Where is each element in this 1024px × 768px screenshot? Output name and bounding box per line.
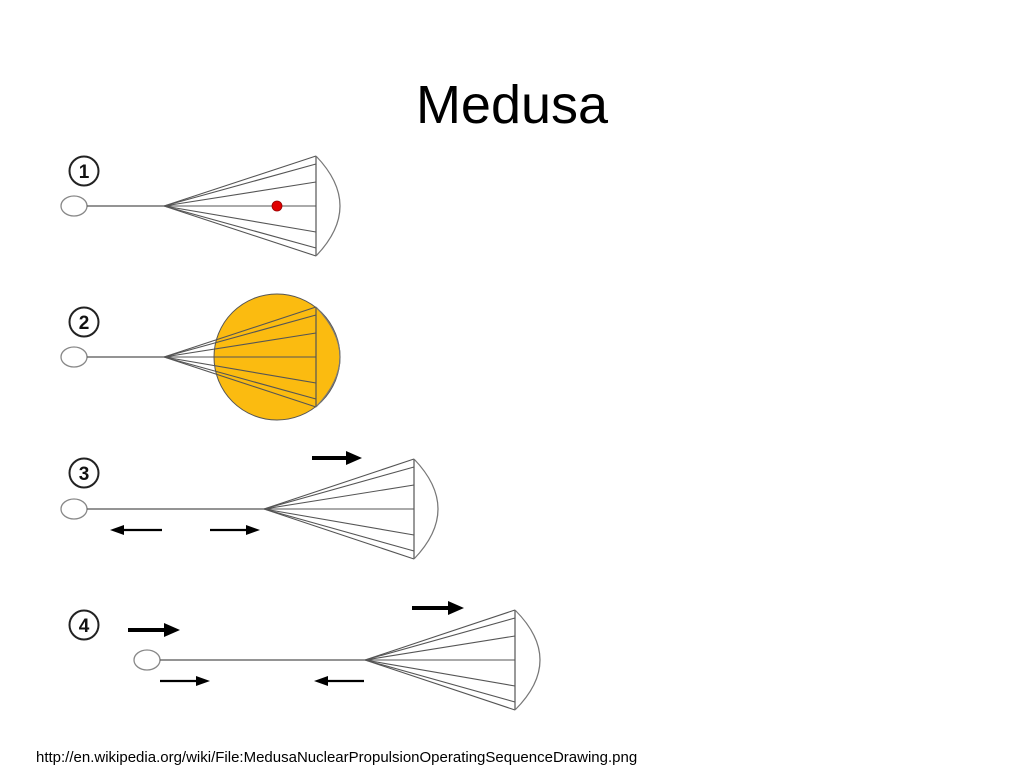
spacecraft-capsule bbox=[133, 649, 161, 671]
arrow-head bbox=[164, 623, 180, 637]
slide-title: Medusa bbox=[415, 75, 609, 135]
stage-2: 2 bbox=[60, 293, 341, 421]
stage-number-circle bbox=[68, 306, 100, 338]
arrow-head bbox=[246, 525, 260, 535]
canopy-curve bbox=[315, 306, 341, 408]
stage-4: 4 bbox=[68, 601, 541, 711]
stage-number-label: 4 bbox=[79, 616, 90, 637]
stage-number-circle bbox=[68, 609, 100, 641]
arrow-head bbox=[314, 676, 328, 686]
rigging-line bbox=[263, 508, 415, 552]
rigging-line bbox=[263, 508, 415, 560]
rigging-line bbox=[364, 609, 516, 661]
spacecraft-capsule bbox=[60, 195, 88, 217]
rigging-line bbox=[163, 356, 317, 400]
stage-3: 3 bbox=[60, 451, 439, 560]
rigging-line bbox=[163, 205, 317, 233]
stage-number-circle bbox=[68, 457, 100, 489]
rigging-line bbox=[163, 356, 317, 384]
spacecraft-capsule bbox=[60, 346, 88, 368]
rigging-line bbox=[364, 635, 516, 661]
detonation-point bbox=[271, 200, 283, 212]
rigging-line bbox=[163, 163, 317, 207]
rigging-line bbox=[263, 466, 415, 510]
canopy-curve bbox=[413, 458, 439, 560]
stage-number-circle bbox=[68, 155, 100, 187]
stage-number-label: 2 bbox=[79, 313, 90, 334]
stage-number-label: 1 bbox=[79, 162, 90, 183]
source-caption: http://en.wikipedia.org/wiki/File:Medusa… bbox=[36, 749, 638, 766]
rigging-line bbox=[364, 659, 516, 703]
stage-number-label: 3 bbox=[79, 464, 90, 485]
arrow-head bbox=[196, 676, 210, 686]
rigging-line bbox=[263, 458, 415, 510]
arrow-head bbox=[110, 525, 124, 535]
stage-1: 1 bbox=[60, 155, 341, 257]
rigging-line bbox=[163, 155, 317, 207]
rigging-line bbox=[263, 508, 415, 536]
spacecraft-capsule bbox=[60, 498, 88, 520]
rigging-line bbox=[163, 332, 317, 358]
canopy-curve bbox=[315, 155, 341, 257]
rigging-line bbox=[364, 659, 516, 711]
arrow-head bbox=[448, 601, 464, 615]
rigging-line bbox=[163, 205, 317, 257]
rigging-line bbox=[163, 205, 317, 249]
arrow-head bbox=[346, 451, 362, 465]
rigging-line bbox=[163, 306, 317, 358]
rigging-line bbox=[263, 484, 415, 510]
canopy-curve bbox=[514, 609, 541, 711]
rigging-line bbox=[163, 314, 317, 358]
rigging-line bbox=[364, 659, 516, 687]
rigging-line bbox=[163, 181, 317, 207]
rigging-line bbox=[163, 356, 317, 408]
rigging-line bbox=[364, 617, 516, 661]
